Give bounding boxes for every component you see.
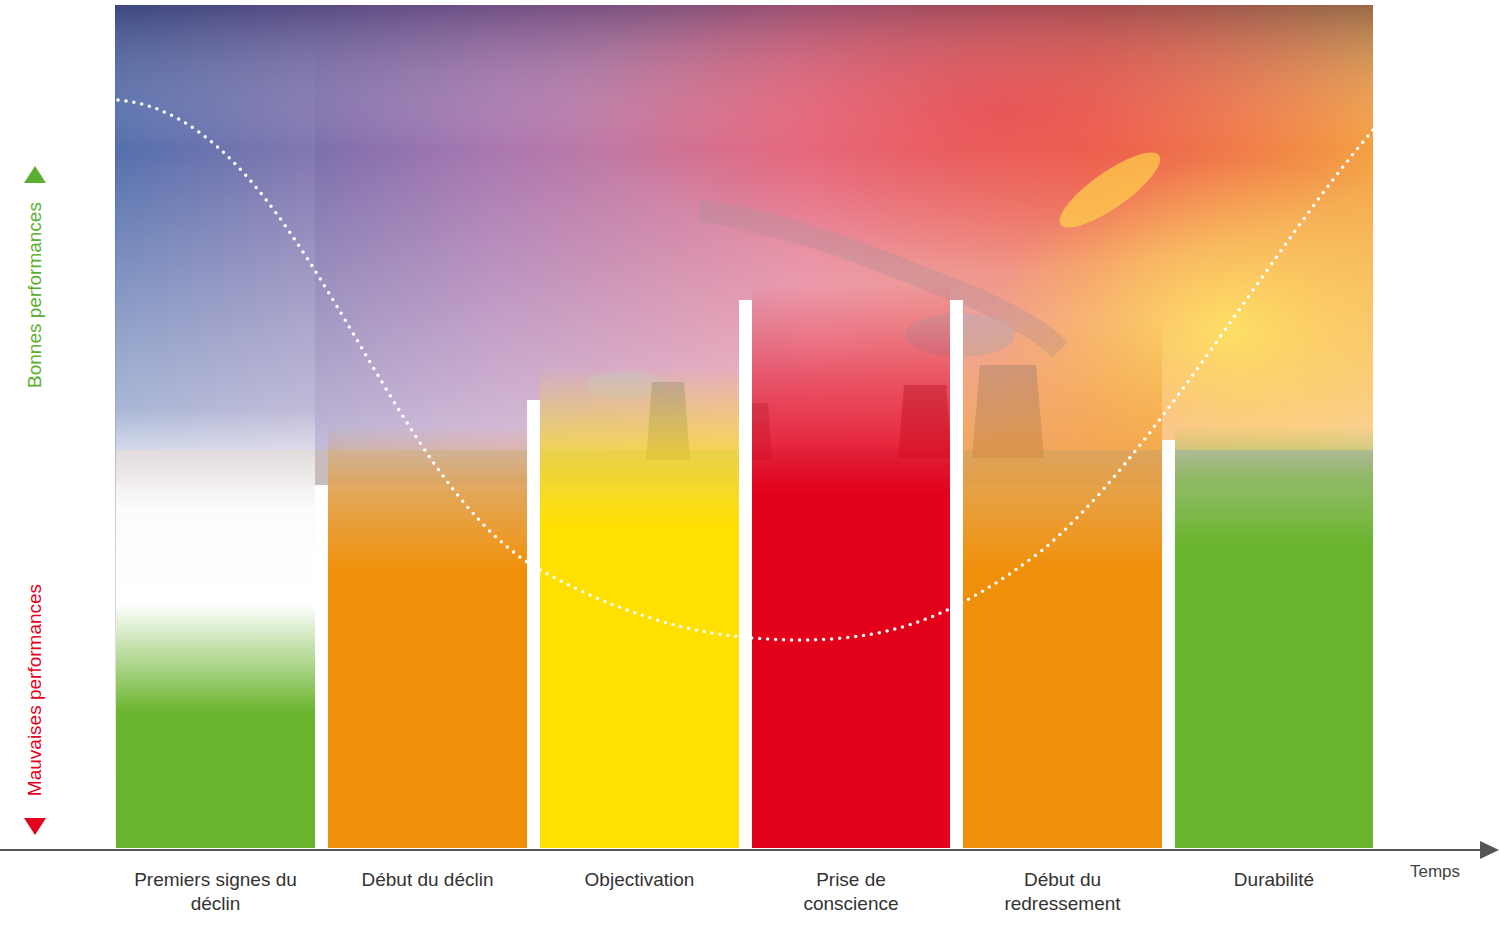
bar-fill [963, 5, 1162, 848]
axis-label-time: Temps [1410, 861, 1460, 883]
phase-bar: Prise de conscience [752, 5, 950, 920]
bar-fill [540, 5, 739, 848]
bar-fill [1175, 5, 1373, 848]
phase-label: Début du déclin [343, 868, 513, 892]
phase-bar: Objectivation [540, 5, 739, 896]
phase-label: Durabilité [1189, 868, 1359, 892]
axis-label-good: Bonnes performances [24, 202, 46, 388]
phase-bar: Premiers signes du déclin [116, 5, 315, 920]
bar-fill [328, 5, 527, 848]
phase-label: Objectivation [555, 868, 725, 892]
phase-label: Premiers signes du déclin [131, 868, 301, 916]
phase-label: Prise de conscience [766, 868, 936, 916]
axis-label-bad: Mauvaises performances [24, 584, 46, 796]
bar-fill [752, 5, 950, 848]
phase-bar: Début du déclin [328, 5, 527, 896]
phase-bar: Durabilité [1175, 5, 1373, 896]
bar-fill [116, 5, 315, 848]
phase-bar: Début du redressement [963, 5, 1162, 920]
phase-label: Début du redressement [978, 868, 1148, 916]
